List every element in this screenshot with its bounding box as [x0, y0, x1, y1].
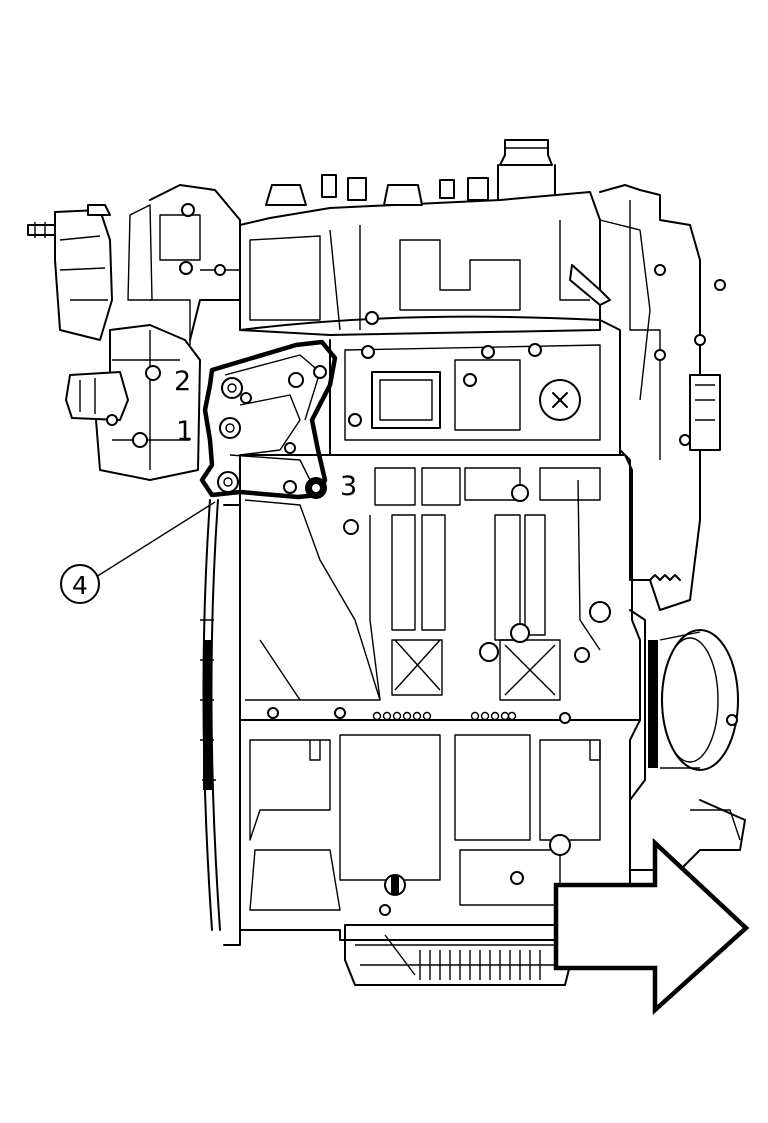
- callout-4: 4: [72, 571, 88, 600]
- accessory-drive: [569, 184, 746, 871]
- bell-housing: [200, 499, 241, 946]
- callout-labels: 2 1 3 4: [60, 366, 357, 604]
- callout-3: 3: [340, 471, 357, 502]
- callout-4-circle: [60, 564, 100, 604]
- callout-2: 2: [174, 366, 191, 397]
- callout-1: 1: [176, 416, 193, 447]
- intake-assembly: [27, 184, 241, 481]
- mounting-bracket-4: [199, 339, 338, 500]
- cylinder-head: [239, 139, 621, 456]
- crankcase: [249, 734, 601, 986]
- cylinder-block: [239, 454, 641, 941]
- front-direction-arrow: [553, 837, 750, 1016]
- callout-4-leader: [95, 501, 216, 578]
- bolt-row: [267, 707, 571, 724]
